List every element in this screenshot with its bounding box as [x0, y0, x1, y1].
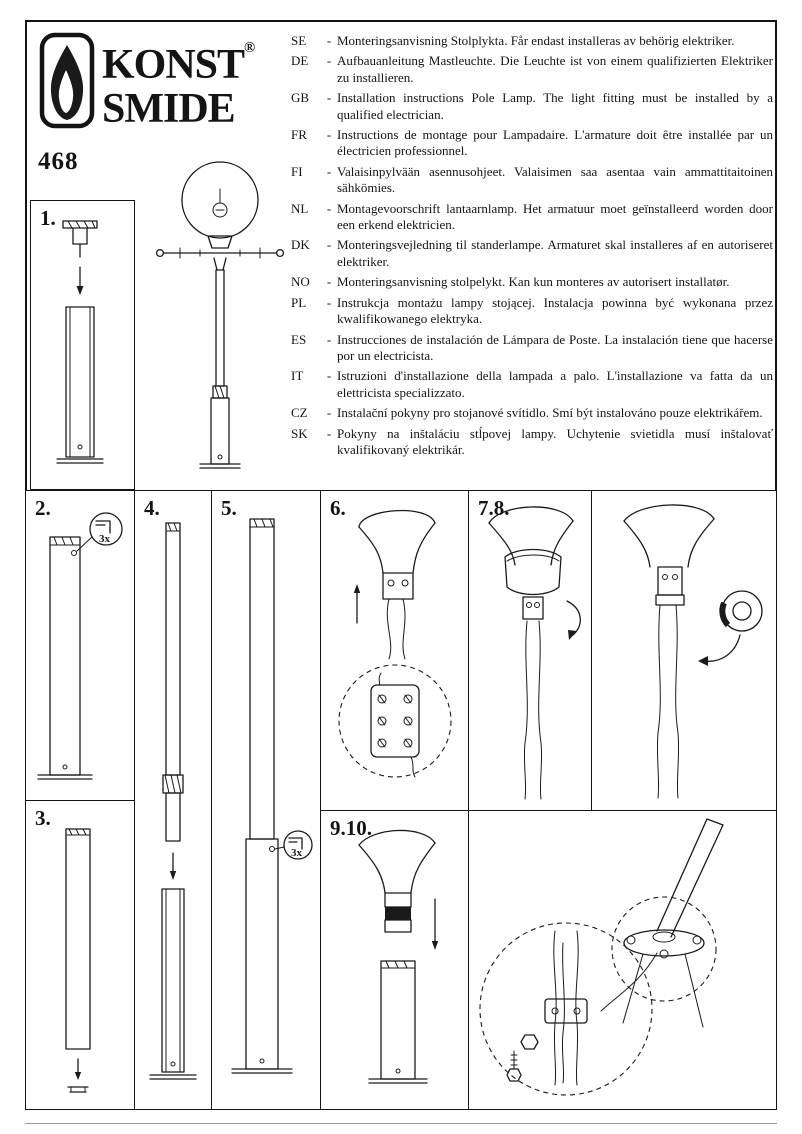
instruction-row: DK-Monteringsvejledning til standerlampe…	[291, 237, 773, 270]
instruction-row: ES -Instrucciones de instalación de Lámpa…	[291, 332, 773, 365]
step-label-6: 6.	[330, 496, 346, 520]
brand-logo: KONST® SMIDE	[38, 30, 263, 132]
instruction-row: FR -Instructions de montage pour Lampadai…	[291, 127, 773, 160]
language-code: IT	[291, 368, 304, 384]
dash-separator: -	[326, 405, 332, 421]
instruction-row: SK -Pokyny na inštaláciu stĺpovej lampy. …	[291, 426, 773, 459]
diagram-step-3	[65, 828, 91, 1093]
diagram-step-2: 3x	[37, 512, 123, 780]
step-panel-7: 7.8.	[468, 490, 592, 811]
pole-lamp-overview-diagram	[155, 161, 285, 469]
screw-icon	[95, 520, 111, 534]
diagram-step-9-10	[358, 829, 439, 1084]
instruction-text: Pokyny na inštaláciu stĺpovej lampy. Uch…	[337, 425, 773, 457]
dash-separator: -	[326, 53, 332, 69]
dash-separator: -	[326, 368, 332, 384]
instruction-text: Instructions de montage pour Lampadaire.…	[337, 127, 773, 159]
dash-separator: -	[326, 127, 332, 143]
language-code: SK	[291, 425, 308, 441]
language-code: NO	[291, 274, 310, 290]
step-panel-9-10: 9.10.	[320, 810, 469, 1110]
instruction-row: PL -Instrukcja montażu lampy stojącej. In…	[291, 295, 773, 328]
language-code: DE	[291, 53, 309, 69]
step-panel-2: 2. 3x	[25, 490, 135, 801]
brand-line1: KONST	[102, 42, 245, 88]
model-number: 468	[38, 148, 79, 175]
dash-separator: -	[326, 90, 332, 106]
registered-mark: ®	[244, 40, 256, 56]
instruction-text: Istruzioni d'installazione della lampada…	[337, 368, 773, 400]
footer-rule	[25, 1123, 777, 1124]
instruction-row: NO-Monteringsanvisning stolpelykt. Kan k…	[291, 274, 773, 290]
instruction-row: GB-Installation instructions Pole Lamp. …	[291, 90, 773, 123]
dash-separator: -	[326, 200, 332, 216]
screw-count-label: 3x	[99, 533, 111, 545]
step-label-3: 3.	[35, 806, 51, 830]
step-label-78: 7.8.	[478, 496, 510, 520]
instruction-text: Instrucciones de instalación de Lámpara …	[337, 331, 773, 363]
language-code: CZ	[291, 405, 308, 421]
step-label-910: 9.10.	[330, 816, 372, 840]
instruction-text: Monteringsanvisning Stolplykta. Får enda…	[337, 33, 735, 48]
screw-icon	[288, 837, 303, 850]
step-panel-3: 3.	[25, 800, 135, 1110]
language-code: GB	[291, 90, 310, 106]
dash-separator: -	[326, 33, 332, 48]
instruction-text: Montagevoorschrift lantaarnlamp. Het arm…	[337, 200, 773, 233]
language-code: FR	[291, 127, 307, 143]
dash-separator: -	[326, 163, 332, 179]
diagram-step-7	[488, 506, 581, 800]
step-panel-1: 1.	[30, 200, 135, 490]
screw-count-label: 3x	[291, 847, 303, 859]
instruction-text: Instalační pokyny pro stojanové svítidlo…	[337, 405, 763, 421]
step-label-2: 2.	[35, 496, 51, 520]
instruction-list: SE-Monteringsanvisning Stolplykta. Får e…	[291, 33, 773, 458]
dash-separator: -	[326, 274, 332, 290]
flame-logo-icon	[39, 32, 95, 129]
diagram-step-8	[623, 504, 763, 799]
dash-separator: -	[326, 294, 332, 310]
step-label-1: 1.	[40, 206, 56, 230]
instruction-row: FI -Valaisinpylvään asennusohjeet. Valais…	[291, 164, 773, 197]
diagram-step-6	[338, 509, 452, 778]
step-panel-5: 5. 3x	[211, 490, 321, 1110]
language-code: ES	[291, 331, 307, 347]
diagram-step-5: 3x	[231, 518, 313, 1074]
diagram-anchoring-detail	[479, 818, 724, 1096]
language-code: PL	[291, 294, 307, 310]
brand-line2: SMIDE	[102, 86, 236, 132]
language-code: NL	[291, 200, 309, 216]
step-panel-6: 6.	[320, 490, 469, 811]
step-panel-4: 4.	[134, 490, 212, 1110]
instruction-text: Valaisinpylvään asennusohjeet. Valaisime…	[337, 163, 773, 196]
dash-separator: -	[326, 425, 332, 441]
step-label-5: 5.	[221, 496, 237, 520]
language-code: FI	[291, 163, 303, 179]
instruction-row: CZ -Instalační pokyny pro stojanové svíti…	[291, 405, 773, 421]
language-code: SE	[291, 33, 307, 48]
instruction-row: SE -Monteringsanvisning Stolplykta. Får e…	[291, 33, 773, 49]
instruction-text: Installation instructions Pole Lamp. The…	[337, 90, 773, 122]
instruction-text: Monteringsanvisning stolpelykt. Kan kun …	[337, 274, 730, 290]
dash-separator: -	[326, 331, 332, 347]
brand-wordmark: KONST® SMIDE	[102, 26, 255, 131]
instruction-text: Instrukcja montażu lampy stojącej. Insta…	[337, 294, 773, 327]
diagram-step-4	[149, 522, 197, 1080]
language-code: DK	[291, 237, 310, 253]
anchoring-detail-panel	[468, 810, 777, 1110]
instruction-text: Monteringsvejledning til standerlampe. A…	[337, 237, 773, 269]
instruction-row: IT -Istruzioni d'installazione della lamp…	[291, 368, 773, 401]
dash-separator: -	[326, 237, 332, 253]
step-label-4: 4.	[144, 496, 160, 520]
step-panel-8	[591, 490, 777, 811]
instruction-text: Aufbauanleitung Mastleuchte. Die Leuchte…	[337, 53, 773, 85]
instruction-row: DE -Aufbauanleitung Mastleuchte. Die Leuc…	[291, 53, 773, 86]
diagram-step-1	[56, 220, 104, 464]
instruction-row: NL -Montagevoorschrift lantaarnlamp. Het …	[291, 201, 773, 234]
